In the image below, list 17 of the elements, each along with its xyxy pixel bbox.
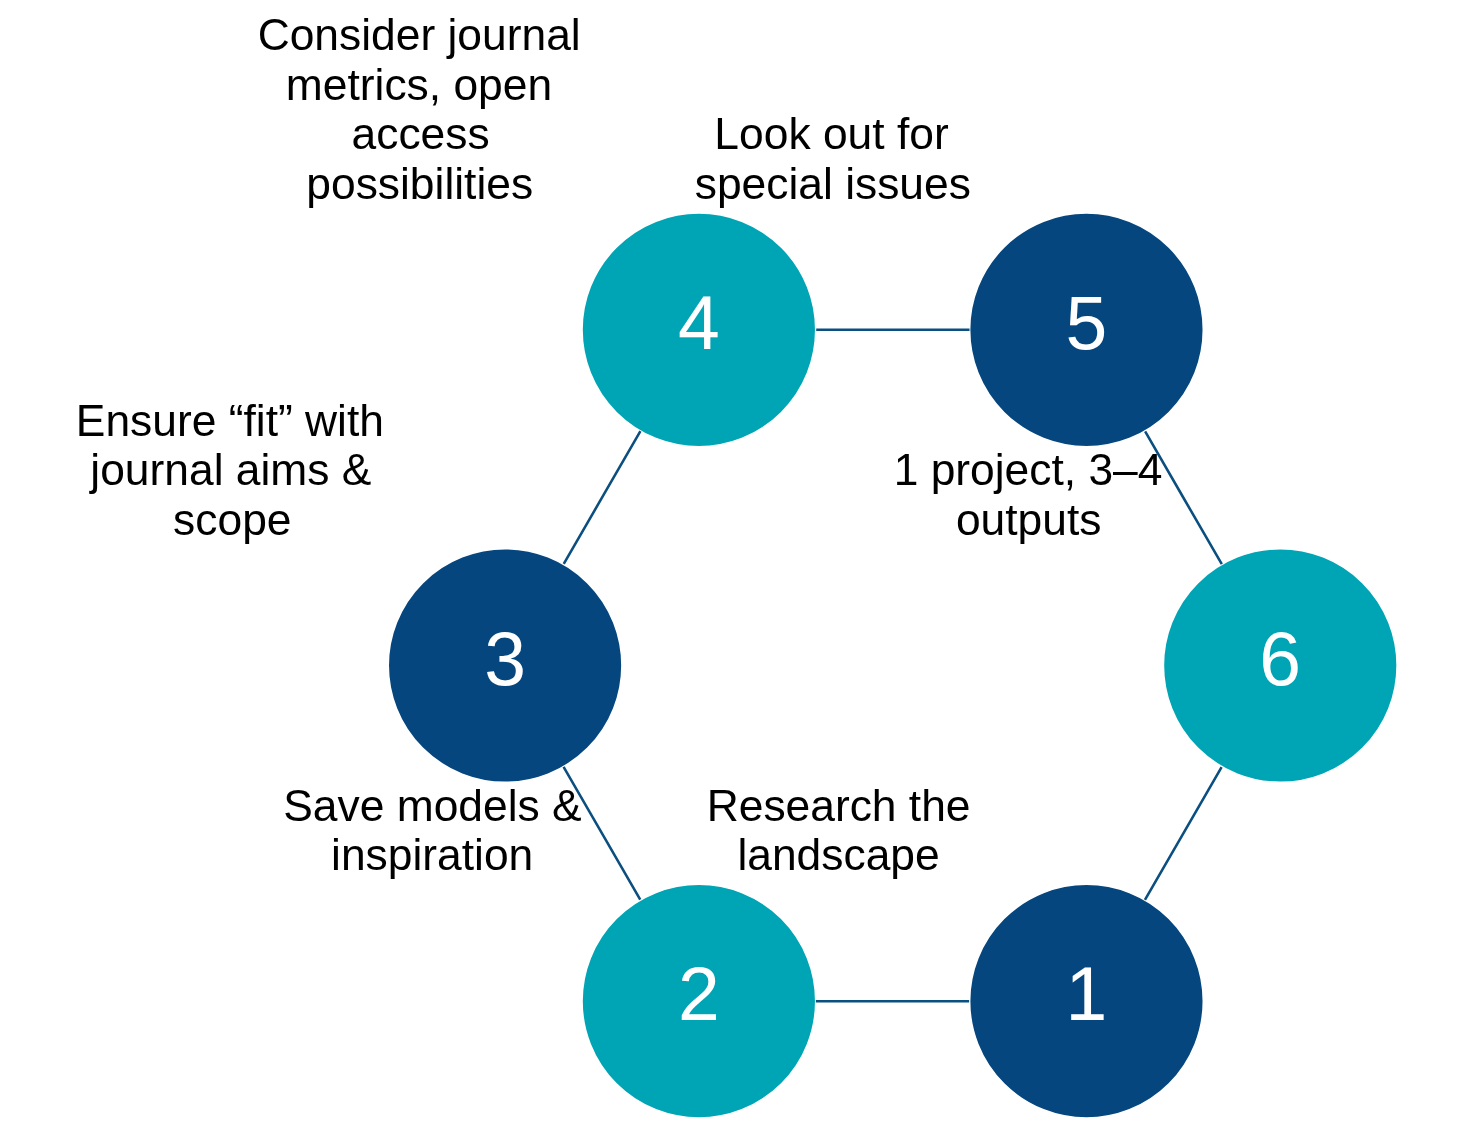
connector — [816, 328, 970, 332]
node-label: Look out for special issues — [694, 109, 971, 208]
node-circle: 4 — [581, 212, 817, 448]
connector — [1143, 766, 1223, 901]
node-label: Ensure “fit” with journal aims & scope — [75, 395, 384, 544]
connector — [562, 766, 642, 901]
node-circle: 6 — [1162, 547, 1399, 784]
node-circle: 1 — [968, 883, 1205, 1119]
node-label: Research the landscape — [706, 780, 971, 880]
node-label: 1 project, 3–4 outputs — [893, 445, 1163, 544]
node-label: Consider journal metrics, open access possibilities — [257, 10, 581, 208]
connector — [1144, 430, 1223, 565]
connector — [562, 430, 642, 565]
node-circle: 3 — [387, 547, 623, 784]
node-circle: 2 — [581, 883, 817, 1119]
node-circle: 5 — [968, 212, 1205, 448]
connector — [815, 999, 970, 1003]
